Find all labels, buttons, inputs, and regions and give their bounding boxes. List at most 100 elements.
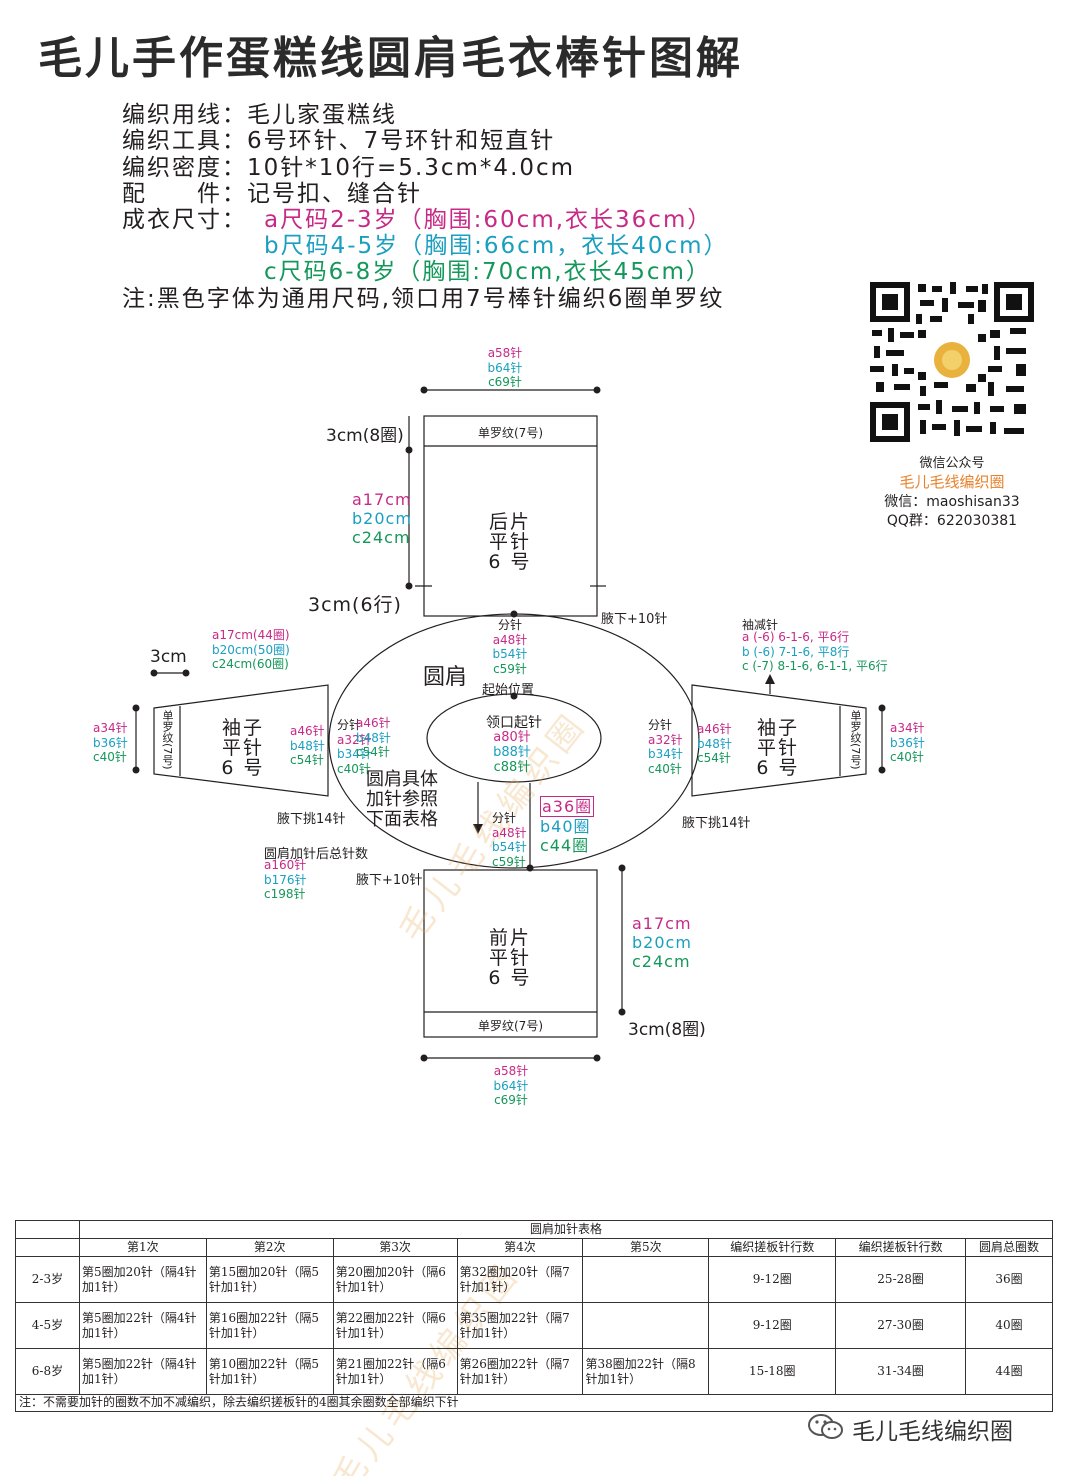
table-header: 第5次 (582, 1238, 710, 1257)
info-note: 注:黑色字体为通用尺码,领口用7号棒针编织6圈单罗纹 (122, 286, 725, 312)
back-top-a: a58针 (487, 346, 523, 360)
table-size-cell: 4-5岁 (15, 1302, 80, 1349)
front-underarm: 腋下+10针 (356, 873, 423, 888)
yoke-total-label: 圆肩加针后总针数 (264, 847, 369, 862)
yoke-start: 起始位置 (482, 683, 535, 698)
left-sleeve-pickup: 腋下挑14针 (277, 812, 346, 827)
split-bottom-b: b54针 (492, 840, 527, 854)
split-bottom-label: 分针 (492, 811, 517, 825)
table-cell: 31-34圈 (835, 1348, 967, 1395)
info-size-label: 成衣尺寸： (122, 207, 247, 233)
back-piece-outline (423, 415, 598, 617)
table-cell: 第5圈加22针（隔4针加1针） (78, 1302, 207, 1349)
right-sleeve-outline (691, 684, 867, 797)
front-length-a: a17cm (632, 914, 692, 933)
qr-account-name: 毛儿毛线编织圈 (899, 473, 1005, 491)
left-sleeve-top-a: a46针 (290, 724, 325, 738)
table-header: 编织搓板针行数 (708, 1238, 837, 1257)
back-bottom-note: 3cm(6行) (308, 594, 402, 616)
qr-caption: 微信公众号 (919, 456, 985, 471)
back-name: 后片 (488, 511, 531, 533)
table-row: 6-8岁 第5圈加22针（隔4针加1针） 第10圈加22针（隔5针加1针） 第2… (15, 1348, 1053, 1395)
back-length-c: c24cm (352, 528, 411, 547)
left-sleeve-outline (153, 684, 329, 797)
dec-arrow-head (765, 674, 775, 684)
left-sleeve-len-b: b20cm(50圈) (212, 642, 290, 657)
front-needle: 6 号 (488, 967, 532, 989)
yoke-left-sleeve-b: b48针 (356, 730, 391, 745)
neck-c: c88针 (493, 760, 531, 775)
split-left-b: b34针 (337, 747, 372, 761)
info-size-a: a尺码2-3岁（胸围:60cm,衣长36cm） (264, 207, 713, 233)
back-top-b: b64针 (487, 360, 523, 375)
front-name: 前片 (488, 927, 531, 949)
table-note: 注：不需要加针的圈数不加不减编织，除去编织搓板针的4圈其余圈数全部编织下针 (15, 1392, 1053, 1412)
table-header: 编织搓板针行数 (835, 1238, 967, 1257)
left-sleeve-end-c: c40针 (93, 750, 127, 764)
table-cell: 15-18圈 (708, 1348, 837, 1395)
split-left-c: c40针 (337, 761, 371, 776)
yoke-rounds-a: a36圈 (540, 796, 595, 817)
split-bottom-a: a48针 (492, 825, 527, 840)
left-sleeve-end-b: b36针 (93, 735, 128, 750)
table-corner (15, 1238, 80, 1257)
qr-qq: QQ群：622030381 (886, 513, 1018, 529)
split-right-label: 分针 (648, 718, 673, 732)
yoke-ref-line1: 圆肩具体 (366, 769, 438, 790)
yoke-ref-line3: 下面表格 (366, 809, 438, 830)
right-sleeve-end-a: a34针 (890, 721, 925, 735)
table-cell: 第38圈加22针（隔8针加1针） (582, 1348, 710, 1395)
table-cell: 第15圈加20针（隔5针加1针） (205, 1256, 334, 1303)
back-rib-label: 单罗纹(7号) (478, 426, 543, 440)
table-cell: 36圈 (965, 1256, 1053, 1303)
back-rib-height: 3cm(8圈) (326, 426, 404, 446)
qr-code-pattern (870, 282, 1034, 442)
front-rib-height: 3cm(8圈) (628, 1020, 706, 1040)
left-sleeve-name: 袖子 (221, 717, 264, 739)
table-header: 第4次 (456, 1238, 584, 1257)
neck-a: a80针 (493, 730, 531, 745)
back-length-b: b20cm (352, 509, 412, 528)
table-cell (582, 1302, 710, 1349)
split-right-b: b34针 (648, 747, 683, 761)
right-sleeve-stitch: 平针 (756, 737, 799, 759)
wechat-icon (806, 1412, 846, 1442)
table-cell: 第10圈加22针（隔5针加1针） (205, 1348, 334, 1395)
neck-b: b88针 (493, 745, 531, 760)
table-cell: 25-28圈 (835, 1256, 967, 1303)
right-sleeve-top-c: c54针 (697, 751, 731, 765)
table-cell (582, 1256, 710, 1303)
right-sleeve-dec-title: 袖减针 (742, 618, 779, 632)
front-stitch: 平针 (488, 947, 531, 969)
yoke-ref-line2: 加针参照 (366, 789, 438, 810)
front-bottom-a: a58针 (493, 1064, 529, 1078)
left-sleeve-top-b: b48针 (290, 738, 325, 753)
right-sleeve-needle: 6 号 (756, 757, 800, 779)
right-sleeve-name: 袖子 (756, 717, 799, 739)
split-right-c: c40针 (648, 761, 682, 776)
table-cell: 第5圈加20针（隔4针加1针） (78, 1256, 207, 1303)
right-sleeve-pickup: 腋下挑14针 (682, 816, 751, 831)
split-top-c: c59针 (493, 661, 527, 676)
yoke-left-sleeve-a: a46针 (356, 716, 391, 730)
back-underarm: 腋下+10针 (601, 612, 668, 627)
table-header: 第2次 (205, 1238, 334, 1257)
table-caption: 圆肩加针表格 (78, 1220, 1054, 1239)
yoke-total-a: a160针 (264, 858, 307, 872)
split-left-a: a32针 (337, 732, 372, 747)
left-sleeve-top-c: c54针 (290, 753, 324, 767)
split-right-a: a32针 (648, 732, 683, 747)
table-cell: 9-12圈 (708, 1256, 837, 1303)
right-sleeve-top-a: a46针 (697, 722, 732, 736)
table-cell: 第21圈加22针（隔6针加1针） (332, 1348, 458, 1395)
table-cell: 第26圈加22针（隔7针加1针） (456, 1348, 584, 1395)
table-cell: 44圈 (965, 1348, 1053, 1395)
qr-wechat: 微信：maoshisan33 (884, 494, 1020, 510)
split-bottom-c: c59针 (492, 854, 526, 869)
table-cell: 第5圈加22针（隔4针加1针） (78, 1348, 207, 1395)
qr-code[interactable] (870, 282, 1034, 442)
table-header: 第1次 (78, 1238, 207, 1257)
back-length-a: a17cm (352, 490, 412, 509)
yoke-name: 圆肩 (423, 665, 468, 690)
front-rib-label: 单罗纹(7号) (478, 1019, 543, 1033)
